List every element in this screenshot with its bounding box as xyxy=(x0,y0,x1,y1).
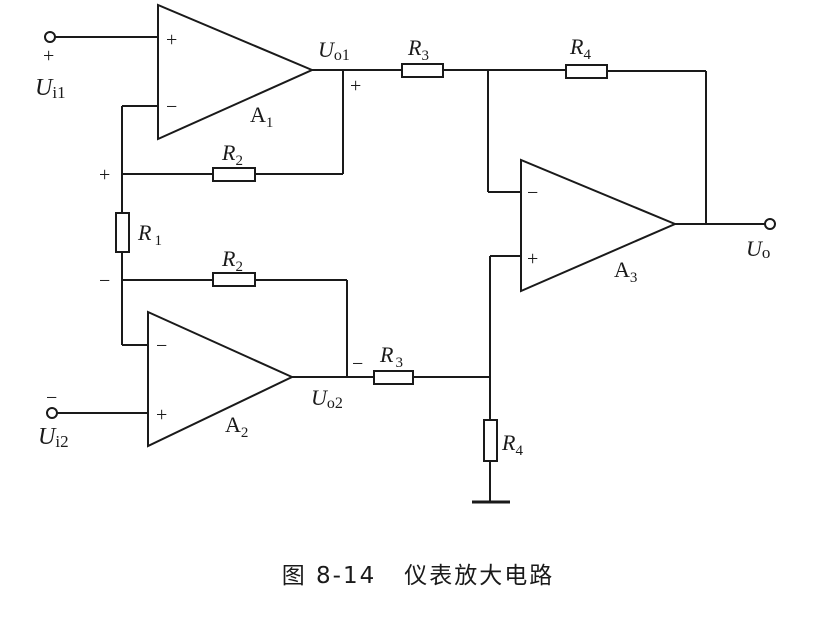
resistor-r2-top xyxy=(212,167,256,182)
r2-top-label: R2 xyxy=(221,140,243,169)
opamp-a1 xyxy=(157,3,315,141)
figure-title: 仪表放大电路 xyxy=(404,563,555,589)
a3-label: A3 xyxy=(614,257,637,286)
resistor-r3-bottom xyxy=(373,370,414,385)
uo-label: Uo xyxy=(746,236,770,262)
a3-minus-pin: − xyxy=(527,182,538,204)
ui2-label: Ui2 xyxy=(38,424,69,451)
opamp-a2 xyxy=(147,310,295,448)
r4-bottom-label: R4 xyxy=(501,430,523,459)
figure-number: 图 8-14 xyxy=(281,563,377,589)
resistor-r4-bottom xyxy=(483,419,498,462)
ui2-polarity: − xyxy=(46,387,57,409)
a1-plus-pin: + xyxy=(166,29,177,51)
uo1-polarity: + xyxy=(350,75,361,97)
uo1-label: Uo1 xyxy=(318,37,350,64)
a2-plus-pin: + xyxy=(156,404,167,426)
a1-label: A1 xyxy=(250,102,273,131)
r1-bottom-polarity: − xyxy=(99,270,110,292)
a2-minus-pin: − xyxy=(156,335,167,357)
resistor-r1 xyxy=(115,212,130,253)
ui1-terminal xyxy=(44,31,56,43)
opamp-a3 xyxy=(520,158,678,293)
uo-terminal xyxy=(764,218,776,230)
resistor-r3-top xyxy=(401,63,444,78)
r3-top-label: R3 xyxy=(407,35,429,64)
uo2-label: Uo2 xyxy=(311,385,343,412)
ui2-terminal xyxy=(46,407,58,419)
ui1-label: Ui1 xyxy=(35,75,66,102)
a1-minus-pin: − xyxy=(166,96,177,118)
r4-top-label: R4 xyxy=(569,34,591,63)
ui1-polarity: + xyxy=(43,45,54,67)
resistor-r2-bottom xyxy=(212,272,256,287)
a2-label: A2 xyxy=(225,412,248,441)
uo2-polarity: − xyxy=(352,353,363,375)
a3-plus-pin: + xyxy=(527,248,538,270)
resistor-r4-top xyxy=(565,64,608,79)
figure-caption: 图 8-14 仪表放大电路 xyxy=(0,556,836,590)
r1-top-polarity: + xyxy=(99,164,110,186)
r2-bottom-label: R2 xyxy=(221,246,243,275)
